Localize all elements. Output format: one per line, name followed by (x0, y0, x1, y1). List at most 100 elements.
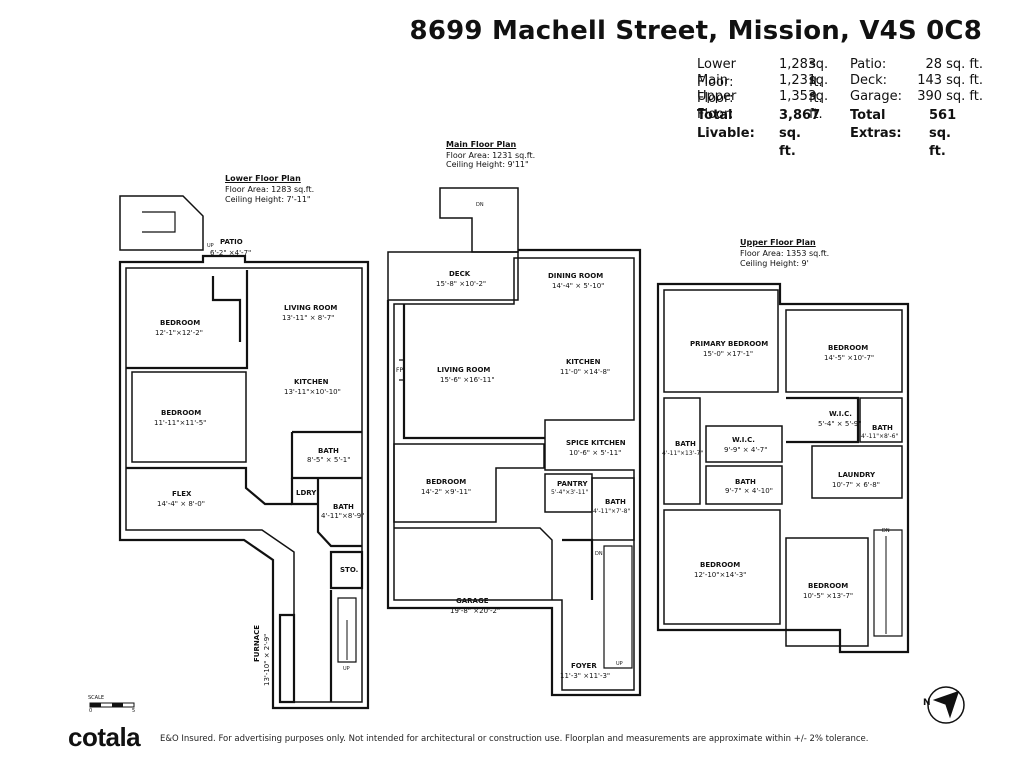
lower-furnace-dim: 13'-10" × 2'-9" (263, 633, 271, 686)
main-bedroom-dim: 14'-2" ×9'-11" (421, 488, 472, 496)
main-dining-dim: 14'-4" × 5'-10" (552, 282, 605, 290)
upper-laundry-dim: 10'-7" × 6'-8" (832, 481, 880, 489)
main-kitchen-label: KITCHEN (566, 358, 601, 366)
upper-wic1-label: W.I.C. (829, 410, 852, 418)
upper-bedroom1-dim: 14'-5" ×10'-7" (824, 354, 875, 362)
upper-floor-unit: sq. ft. (809, 89, 829, 122)
upper-bath1-dim: 4'-11"×8'-6" (861, 433, 899, 440)
main-garage-dim: 19'-8" ×20'-2" (450, 607, 501, 615)
lower-bath2-label: BATH (333, 503, 354, 511)
upper-dn-label: DN (882, 528, 890, 534)
lower-floor-unit: sq. ft. (809, 57, 829, 90)
main-floor-value: 1,231 (779, 73, 817, 88)
upper-bath1-label: BATH (872, 424, 893, 432)
compass-north-label: N (923, 698, 931, 708)
upper-bath3-label: BATH (735, 478, 756, 486)
patio-value: 28 sq. ft. (925, 57, 983, 72)
disclaimer: E&O Insured. For advertising purposes on… (160, 734, 869, 744)
garage-value: 390 sq. ft. (917, 89, 983, 104)
lower-kitchen-dim: 13'-11"×10'-10" (284, 388, 341, 396)
upper-bedroom2-label: BEDROOM (700, 561, 741, 569)
garage-label: Garage: (850, 89, 902, 104)
upper-bedroom3-dim: 10'-5" ×13'-7" (803, 592, 854, 600)
total-extras-value: 561 sq. ft. (929, 108, 957, 159)
upper-floor-value: 1,353 (779, 89, 817, 104)
upper-floor-plan-walls (656, 282, 910, 654)
upper-wic2-dim: 9'-9" × 4'-7" (724, 446, 768, 454)
upper-plan-heading: Upper Floor Plan (740, 238, 816, 247)
main-floor-plan-walls (386, 187, 642, 697)
upper-wic1-dim: 5'-4" × 5'-9" (818, 420, 862, 428)
upper-bedroom2-dim: 12'-10"×14'-3" (694, 571, 747, 579)
lower-bedroom1-label: BEDROOM (160, 319, 201, 327)
lower-plan-heading: Lower Floor Plan (225, 174, 301, 183)
lower-bedroom2-dim: 11'-11"×11'-5" (154, 419, 207, 427)
upper-primary-label: PRIMARY BEDROOM (690, 340, 769, 348)
main-foyer-dim: 11'-3" ×11'-3" (560, 672, 611, 680)
lower-bath2-dim: 4'-11"×8'-9" (321, 512, 365, 520)
lower-patio-dim: 6'-2" ×4'-7" (210, 249, 252, 257)
main-deck-dim: 15'-8" ×10'-2" (436, 280, 487, 288)
main-dining-label: DINING ROOM (548, 272, 604, 280)
compass-icon (927, 686, 965, 724)
main-living-label: LIVING ROOM (437, 366, 491, 374)
lower-plan-area: Floor Area: 1283 sq.ft. (225, 185, 315, 194)
main-dn-label-2: DN (595, 551, 603, 557)
total-extras-label: Total Extras: (850, 108, 902, 141)
lower-living-dim: 13'-11" × 8'-7" (282, 314, 335, 322)
main-spice-label: SPICE KITCHEN (566, 439, 626, 447)
upper-bath2-dim: 4'-11"×13'-7" (662, 450, 704, 457)
cotala-logo: cotala (68, 722, 141, 752)
lower-up-label-2: UP (343, 666, 350, 672)
main-plan-heading: Main Floor Plan (446, 140, 517, 149)
main-dn-label-1: DN (476, 202, 484, 208)
lower-sto-label: STO. (340, 566, 359, 574)
main-foyer-label: FOYER (571, 662, 597, 670)
main-pantry-dim: 5'-4"×3'-11" (551, 489, 589, 496)
main-bedroom-label: BEDROOM (426, 478, 467, 486)
main-plan-ceiling: Ceiling Height: 9'11" (446, 160, 529, 169)
upper-plan-ceiling: Ceiling Height: 9' (740, 259, 809, 268)
total-livable-label: Total Livable: (697, 108, 755, 141)
lower-living-label: LIVING ROOM (284, 304, 338, 312)
lower-patio-label: PATIO (220, 238, 243, 246)
upper-primary-dim: 15'-0" ×17'-1" (703, 350, 754, 358)
lower-furnace-label: FURNACE (253, 624, 261, 662)
lower-up-label-1: UP (207, 243, 214, 249)
scale-five: 5 (132, 708, 136, 714)
main-pantry-label: PANTRY (557, 480, 588, 488)
upper-plan-area: Floor Area: 1353 sq.ft. (740, 249, 830, 258)
upper-bath3-dim: 9'-7" × 4'-10" (725, 487, 773, 495)
deck-label: Deck: (850, 73, 888, 88)
upper-wic2-label: W.I.C. (732, 436, 755, 444)
main-spice-dim: 10'-6" × 5'-11" (569, 449, 622, 457)
main-up-label: UP (616, 661, 623, 667)
lower-kitchen-label: KITCHEN (294, 378, 329, 386)
main-bath-label: BATH (605, 498, 626, 506)
lower-ldry-label: LDRY (296, 489, 317, 497)
main-bath-dim: 4'-11"×7'-8" (593, 508, 631, 515)
lower-floor-plan-walls (118, 195, 370, 710)
lower-plan-ceiling: Ceiling Height: 7'-11" (225, 195, 311, 204)
main-floor-label: Main Floor: (697, 73, 734, 106)
page-title: 8699 Machell Street, Mission, V4S 0C8 (409, 16, 982, 46)
lower-floor-value: 1,283 (779, 57, 817, 72)
lower-floor-label: Lower Floor: (697, 57, 736, 90)
lower-bedroom2-label: BEDROOM (161, 409, 202, 417)
lower-bedroom1-dim: 12'-1"×12'-2" (155, 329, 203, 337)
lower-bath1-dim: 8'-5" × 5'-1" (307, 456, 351, 464)
main-floor-unit: sq. ft. (809, 73, 829, 106)
main-kitchen-dim: 11'-0" ×14'-8" (560, 368, 611, 376)
main-deck-label: DECK (449, 270, 471, 278)
upper-bedroom3-label: BEDROOM (808, 582, 849, 590)
lower-flex-dim: 14'-4" × 8'-0" (157, 500, 205, 508)
scale-zero: 0 (89, 708, 93, 714)
main-plan-area: Floor Area: 1231 sq.ft. (446, 151, 536, 160)
main-living-dim: 15'-6" ×16'-11" (440, 376, 495, 384)
upper-laundry-label: LAUNDRY (838, 471, 876, 479)
lower-bath1-label: BATH (318, 447, 339, 455)
patio-label: Patio: (850, 57, 887, 72)
main-fp-label: FP (396, 367, 404, 374)
lower-flex-label: FLEX (172, 490, 192, 498)
